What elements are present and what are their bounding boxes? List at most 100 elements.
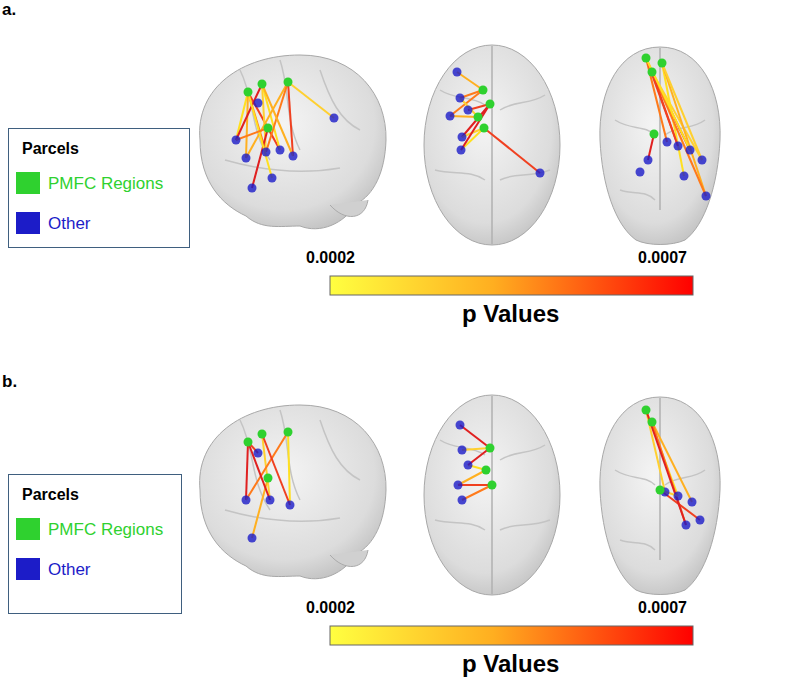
parcel-dot	[658, 59, 667, 68]
legend-title: Parcels	[22, 140, 79, 158]
parcel-dot	[458, 496, 467, 505]
parcel-dot	[264, 474, 273, 483]
legend-text: Other	[48, 214, 91, 234]
connection-line	[246, 92, 248, 158]
parcel-dot	[289, 152, 298, 161]
parcel-dot	[464, 106, 473, 115]
legend-swatch	[16, 518, 40, 540]
connection-line	[458, 484, 492, 486]
connection-line	[652, 422, 692, 502]
parcel-dot	[248, 534, 257, 543]
connection-line	[646, 58, 678, 146]
panel-label: b.	[2, 372, 17, 392]
colorbar-min: 0.0002	[306, 249, 355, 267]
parcel-dot	[682, 521, 691, 530]
parcel-dot	[258, 80, 267, 89]
parcel-dot	[232, 136, 241, 145]
parcel-dot	[686, 146, 695, 155]
parcel-dot	[264, 124, 273, 133]
connection-line	[460, 425, 490, 448]
connection-line	[246, 442, 248, 500]
parcel-dot	[474, 113, 483, 122]
parcel-dot	[268, 174, 277, 183]
parcel-dot	[284, 428, 293, 437]
parcel-dot	[642, 406, 651, 415]
parcel-dot	[536, 169, 545, 178]
parcel-dot	[244, 88, 253, 97]
panel-label: a.	[2, 0, 16, 20]
parcel-dot	[648, 68, 657, 77]
parcel-dot	[486, 444, 495, 453]
parcel-dot	[486, 100, 495, 109]
parcel-dot	[276, 146, 285, 155]
connection-line	[457, 72, 483, 90]
parcel-dot	[480, 124, 489, 133]
connection-line	[662, 63, 706, 196]
parcel-dot	[258, 430, 267, 439]
colorbar-max: 0.0007	[638, 599, 687, 617]
parcel-dot	[284, 78, 293, 87]
connection-line	[288, 82, 334, 118]
parcel-dot	[644, 156, 653, 165]
parcel-dot	[636, 168, 645, 177]
connection-line	[458, 470, 486, 485]
connection-line	[262, 84, 293, 156]
parcel-dot	[254, 99, 263, 108]
legend-text: PMFC Regions	[48, 520, 163, 540]
parcel-dot	[454, 481, 463, 490]
parcel-dot	[244, 438, 253, 447]
legend-title: Parcels	[22, 486, 79, 504]
connection-line	[462, 485, 492, 500]
parcel-dot	[457, 146, 466, 155]
parcel-dot	[456, 94, 465, 103]
connection-line	[662, 63, 702, 160]
parcel-dot	[262, 148, 271, 157]
colorbar-max: 0.0007	[638, 249, 687, 267]
parcel-dot	[458, 446, 467, 455]
parcel-dot	[458, 133, 467, 142]
parcel-dot	[254, 449, 263, 458]
legend-text: PMFC Regions	[48, 174, 163, 194]
parcel-dot	[663, 138, 672, 147]
colorbar-title: p Values	[462, 300, 559, 328]
parcel-dot	[482, 466, 491, 475]
parcel-dot	[656, 486, 665, 495]
parcel-dot	[242, 154, 251, 163]
colorbar-min: 0.0002	[306, 599, 355, 617]
parcel-dot	[456, 421, 465, 430]
legend-text: Other	[48, 560, 91, 580]
parcel-dot	[446, 112, 455, 121]
parcel-dot	[680, 172, 689, 181]
connection-line	[236, 128, 268, 140]
connection-line	[461, 104, 490, 150]
parcel-dot	[702, 192, 711, 201]
parcel-dot	[242, 496, 251, 505]
legend-swatch	[16, 558, 40, 580]
connection-line	[646, 58, 690, 150]
connection-line	[288, 432, 290, 505]
parcel-dot	[648, 418, 657, 427]
parcel-dot	[488, 481, 497, 490]
connection-line	[262, 434, 290, 505]
legend-swatch	[16, 172, 40, 194]
connection-line	[646, 410, 686, 525]
parcel-dot	[674, 142, 683, 151]
parcel-dot	[286, 501, 295, 510]
parcel-dot	[266, 496, 275, 505]
parcel-dot	[696, 516, 705, 525]
parcel-dot	[453, 68, 462, 77]
connection-line	[646, 58, 706, 196]
parcel-dot	[464, 461, 473, 470]
connection-line	[450, 90, 483, 116]
legend-swatch	[16, 212, 40, 234]
parcel-dot	[650, 130, 659, 139]
parcel-dot	[248, 184, 257, 193]
parcel-dot	[479, 86, 488, 95]
parcel-dot	[698, 156, 707, 165]
parcel-dot	[674, 492, 683, 501]
connection-line	[248, 442, 270, 500]
colorbar-title: p Values	[462, 650, 559, 678]
parcel-dot	[642, 54, 651, 63]
parcel-dot	[688, 498, 697, 507]
connection-line	[484, 128, 540, 173]
